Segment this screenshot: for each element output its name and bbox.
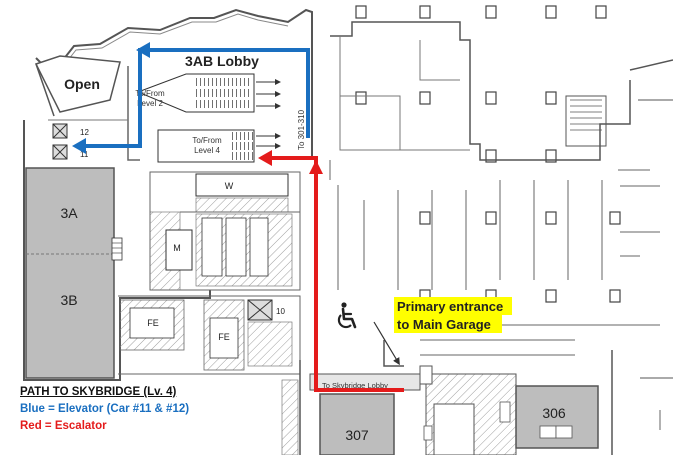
garage-area [329, 5, 673, 455]
w-label: W [225, 181, 234, 191]
corridor-wall [281, 379, 299, 456]
escalator-route-arrow-end [258, 150, 272, 166]
legend-title: PATH TO SKYBRIDGE (Lv. 4) [20, 386, 177, 398]
elevator-route-arrow-top [136, 42, 150, 58]
legend-elevator: Blue = Elevator (Car #11 & #12) [20, 403, 190, 415]
exhibit-hall-3ab: 3A 3B [25, 167, 123, 379]
fe-left-label: FE [147, 318, 159, 328]
room-306-label: 306 [542, 405, 566, 421]
lobby-label: 3AB Lobby [185, 53, 259, 69]
escalator-route-path [270, 156, 404, 392]
fe-right-label: FE [218, 332, 230, 342]
elevator-car-11-label: 11 [80, 150, 89, 159]
rooms-306-307: 307 306 [309, 365, 599, 456]
hall-3b-label: 3B [60, 292, 77, 308]
callout-line1: Primary entrance [397, 299, 503, 314]
elevator-car-12-label: 12 [80, 128, 89, 137]
fe-areas: FE FE 10 [119, 299, 293, 371]
elevator-bank-11-12: 12 11 [52, 123, 89, 160]
elevator-route-arrow-end [72, 138, 86, 154]
to-rooms-label: To 301-310 [297, 109, 306, 150]
hall-3a-label: 3A [60, 205, 78, 221]
open-area: Open [34, 55, 121, 117]
open-label: Open [64, 76, 100, 92]
primary-entrance-callout: Primary entrance to Main Garage [394, 297, 512, 333]
m-label: M [173, 243, 181, 253]
wheelchair-icon [337, 302, 357, 329]
elevator-car-10-label: 10 [276, 307, 285, 316]
route-legend: PATH TO SKYBRIDGE (Lv. 4) Blue = Elevato… [20, 384, 189, 435]
callout-line2: to Main Garage [397, 317, 491, 332]
room-307-label: 307 [345, 427, 369, 443]
skybridge-corridor-label: To Skybridge Lobby [322, 381, 388, 390]
escalator-route-arrow-up [309, 160, 323, 174]
legend-escalator: Red = Escalator [20, 420, 107, 432]
room-m [165, 229, 193, 271]
restroom-w: W [195, 173, 289, 213]
